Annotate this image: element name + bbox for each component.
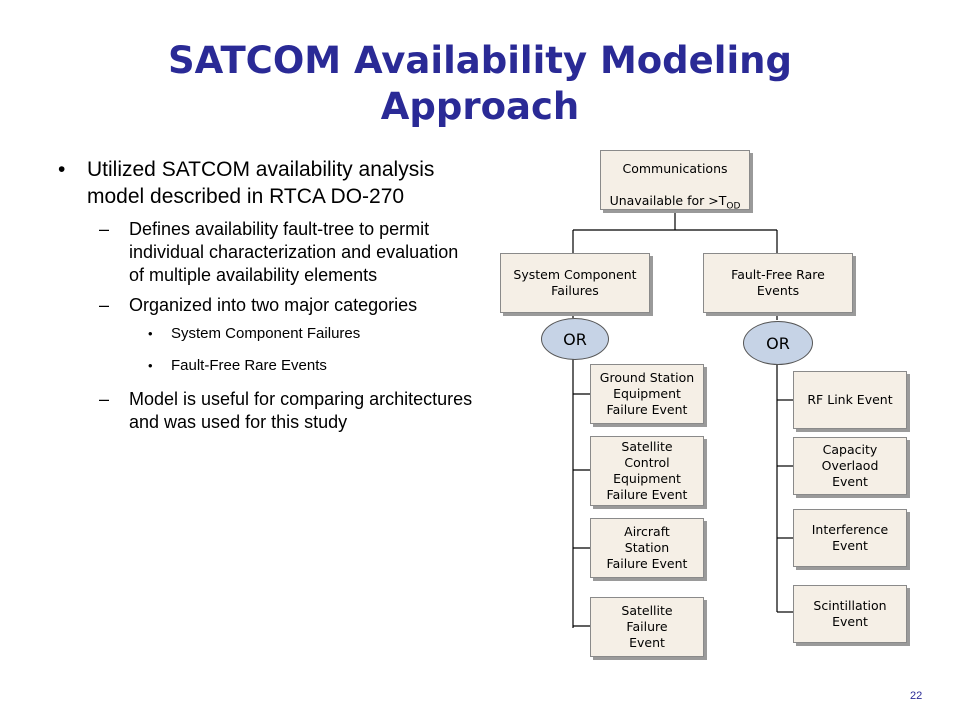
- top-event-subscript: OD: [726, 201, 741, 212]
- sub-sub-bullet-item: • Fault-Free Rare Events: [48, 356, 478, 375]
- aircraft-station-failure-box: Aircraft Station Failure Event: [590, 518, 704, 578]
- top-event-box: Communications Unavailable for >TOD: [600, 150, 750, 212]
- sub-bullet-item: – Defines availability fault-tree to per…: [48, 218, 478, 287]
- sub-sub-bullet-text: Fault-Free Rare Events: [171, 357, 327, 374]
- sub-bullet-text: Defines availability fault-tree to permi…: [129, 219, 459, 285]
- left-or-gate: OR: [541, 318, 609, 360]
- bullet-list: • Utilized SATCOM availability analysis …: [48, 156, 478, 441]
- title-line-1: SATCOM Availability Modeling: [168, 39, 792, 82]
- sub-bullet-text: Model is useful for comparing architectu…: [129, 389, 473, 432]
- sub-bullet-item: – Organized into two major categories: [48, 294, 478, 317]
- bullet-text: Utilized SATCOM availability analysis mo…: [87, 158, 435, 208]
- sub-bullet-text: Organized into two major categories: [129, 295, 418, 315]
- bullet-marker: •: [58, 158, 66, 181]
- top-event-line-1: Communications: [622, 161, 728, 177]
- right-or-gate: OR: [743, 321, 813, 365]
- capacity-overload-event-box: Capacity Overlaod Event: [793, 437, 907, 495]
- satellite-failure-box: Satellite Failure Event: [590, 597, 704, 657]
- bullet-marker: •: [148, 326, 153, 341]
- scintillation-event-box: Scintillation Event: [793, 585, 907, 643]
- slide-title: SATCOM Availability Modeling Approach: [60, 38, 900, 130]
- dash-marker: –: [99, 219, 110, 239]
- sub-sub-bullet-text: System Component Failures: [171, 325, 361, 342]
- ground-station-failure-box: Ground Station Equipment Failure Event: [590, 364, 704, 424]
- dash-marker: –: [99, 295, 110, 315]
- top-event-line-2: Unavailable for >T: [609, 193, 727, 209]
- title-line-2: Approach: [380, 85, 580, 128]
- rf-link-event-box: RF Link Event: [793, 371, 907, 429]
- page-number: 22: [910, 690, 923, 702]
- sub-sub-bullet-item: • System Component Failures: [48, 324, 478, 343]
- bullet-item: • Utilized SATCOM availability analysis …: [48, 156, 478, 210]
- fault-free-rare-events-box: Fault-Free Rare Events: [703, 253, 853, 313]
- dash-marker: –: [99, 389, 110, 409]
- satellite-control-failure-box: Satellite Control Equipment Failure Even…: [590, 436, 704, 506]
- interference-event-box: Interference Event: [793, 509, 907, 567]
- bullet-marker: •: [148, 358, 153, 373]
- sub-bullet-item: – Model is useful for comparing architec…: [48, 388, 478, 434]
- system-component-failures-box: System Component Failures: [500, 253, 650, 313]
